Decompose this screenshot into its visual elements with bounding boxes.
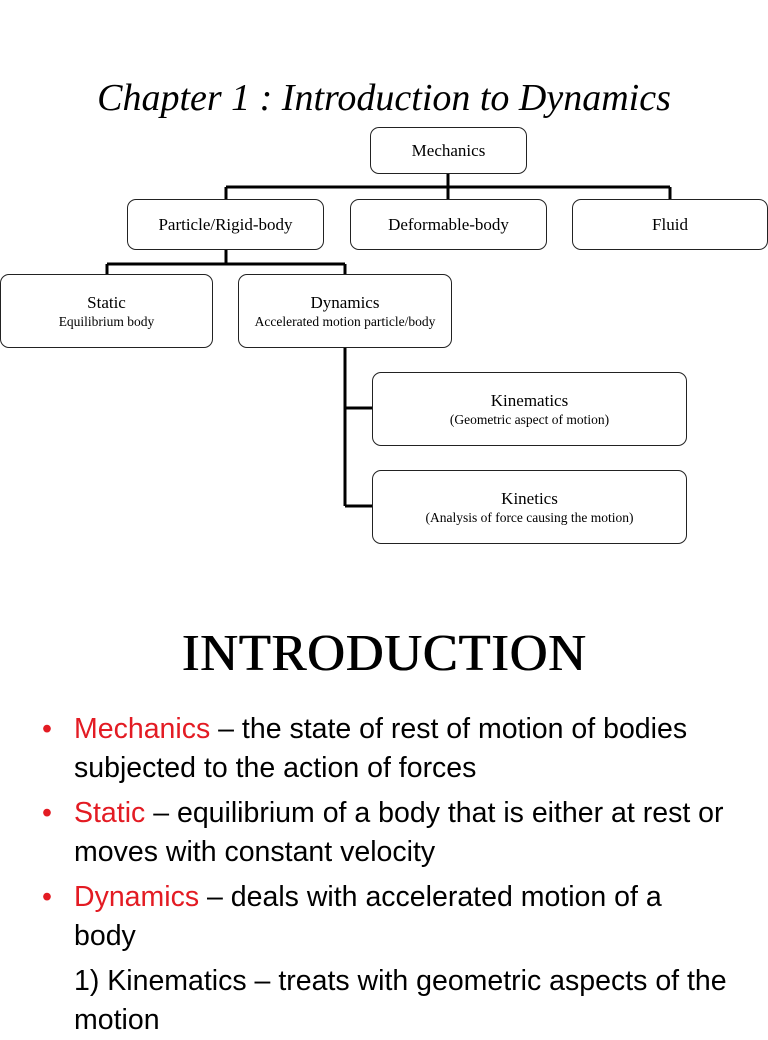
deformable-body-node: Deformable-body bbox=[350, 199, 547, 250]
bullet-marker: • bbox=[42, 881, 52, 913]
kinematics-node: Kinematics (Geometric aspect of motion) bbox=[372, 372, 687, 446]
static-subtitle: Equilibrium body bbox=[58, 313, 155, 329]
subitem-kinematics: 1) Kinematics – treats with geometric as… bbox=[74, 965, 727, 1036]
kinetics-subtitle: (Analysis of force causing the motion) bbox=[425, 509, 634, 525]
introduction-heading: INTRODUCTION bbox=[181, 625, 587, 682]
dynamics-subtitle: Accelerated motion particle/body bbox=[254, 313, 436, 329]
mechanics-label: Mechanics bbox=[411, 141, 486, 160]
definition-list: • Mechanics – the state of rest of motio… bbox=[0, 710, 768, 1040]
bullet-marker: • bbox=[42, 797, 52, 829]
particle-rigid-body-node: Particle/Rigid-body bbox=[127, 199, 324, 250]
dynamics-node: Dynamics Accelerated motion particle/bod… bbox=[238, 274, 452, 348]
bullet-marker: • bbox=[42, 713, 52, 745]
static-node: Static Equilibrium body bbox=[0, 274, 213, 348]
list-item-static: • Static – equilibrium of a body that is… bbox=[0, 794, 768, 872]
mechanics-node: Mechanics bbox=[370, 127, 527, 174]
chapter-title: Chapter 1 : Introduction to Dynamics bbox=[97, 77, 671, 119]
kinetics-title: Kinetics bbox=[501, 488, 558, 508]
fluid-label: Fluid bbox=[652, 215, 688, 234]
definition-dynamics: – deals with accelerated motion of a bod… bbox=[74, 881, 662, 952]
kinetics-node: Kinetics (Analysis of force causing the … bbox=[372, 470, 687, 544]
list-item-mechanics: • Mechanics – the state of rest of motio… bbox=[0, 710, 768, 788]
particle-rigid-body-label: Particle/Rigid-body bbox=[158, 215, 293, 234]
static-title: Static bbox=[87, 292, 126, 312]
kinematics-subtitle: (Geometric aspect of motion) bbox=[449, 411, 610, 427]
fluid-node: Fluid bbox=[572, 199, 768, 250]
term-static: Static bbox=[74, 797, 146, 829]
kinematics-title: Kinematics bbox=[490, 390, 569, 410]
term-dynamics: Dynamics bbox=[74, 881, 200, 913]
list-item-dynamics: • Dynamics – deals with accelerated moti… bbox=[0, 878, 768, 956]
dynamics-title: Dynamics bbox=[310, 292, 380, 312]
term-mechanics: Mechanics bbox=[74, 713, 211, 745]
diagram-connectors bbox=[105, 174, 672, 508]
deformable-body-label: Deformable-body bbox=[388, 215, 509, 234]
definition-static: – equilibrium of a body that is either a… bbox=[74, 797, 724, 868]
definition-mechanics: – the state of rest of motion of bodies … bbox=[74, 713, 688, 784]
